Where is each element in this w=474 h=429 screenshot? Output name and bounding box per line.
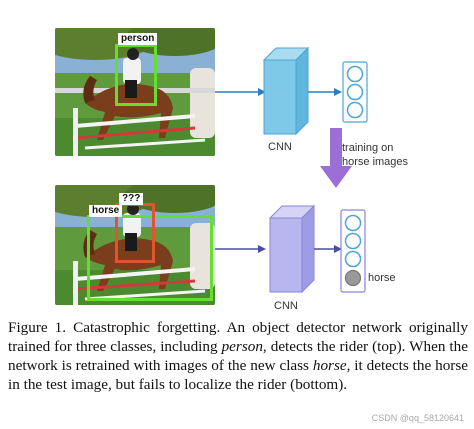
- horse-output-label: horse: [368, 272, 396, 284]
- top-network-diagram: [215, 46, 368, 136]
- bottom-input-arrowhead: [258, 245, 266, 253]
- watermark: CSDN @qq_58120641: [371, 413, 464, 423]
- top-cnn-block: [262, 46, 310, 136]
- bottom-output-node-horse: [344, 269, 362, 287]
- bottom-cnn-label: CNN: [274, 300, 298, 312]
- figure-caption: Figure 1. Catastrophic forgetting. An ob…: [8, 318, 468, 394]
- horse-detection-box: [87, 215, 213, 301]
- caption-part-3: , it detects the horse in the test image…: [8, 357, 468, 393]
- bottom-output-arrowhead: [334, 245, 342, 253]
- person-box-label: person: [118, 33, 158, 45]
- bottom-network-diagram: [215, 204, 366, 294]
- bottom-output-node-2: [344, 232, 362, 250]
- bottom-photo: horse ???: [55, 185, 215, 305]
- bottom-output-node-1: [344, 214, 362, 232]
- caption-emphasis-horse: horse: [312, 357, 347, 374]
- unknown-box-label: ???: [119, 193, 144, 205]
- horse-box-label: horse: [89, 205, 123, 217]
- bottom-photo-image: [55, 185, 215, 305]
- bottom-output-layer: [340, 209, 366, 293]
- training-arrow: [320, 128, 352, 188]
- caption-emphasis-person: person: [221, 338, 263, 355]
- training-label-line1: training on: [342, 142, 394, 154]
- top-photo: person: [55, 28, 215, 156]
- top-input-arrowhead: [258, 88, 266, 96]
- top-output-arrowhead: [334, 88, 342, 96]
- top-output-node-3: [346, 101, 364, 119]
- person-detection-box: [115, 44, 157, 106]
- top-output-node-2: [346, 83, 364, 101]
- top-photo-image: [55, 28, 215, 156]
- top-output-node-1: [346, 65, 364, 83]
- training-label-line2: horse images: [342, 156, 409, 168]
- top-output-layer: [342, 61, 368, 123]
- figure: person horse ???: [55, 28, 409, 312]
- bottom-cnn-block: [268, 204, 316, 294]
- top-cnn-label: CNN: [268, 141, 292, 153]
- bottom-output-node-3: [344, 250, 362, 268]
- caption-part-2: , detects the rider (top). When the netw…: [8, 338, 468, 374]
- caption-part-1: Figure 1. Catastrophic forgetting. An ob…: [8, 319, 468, 355]
